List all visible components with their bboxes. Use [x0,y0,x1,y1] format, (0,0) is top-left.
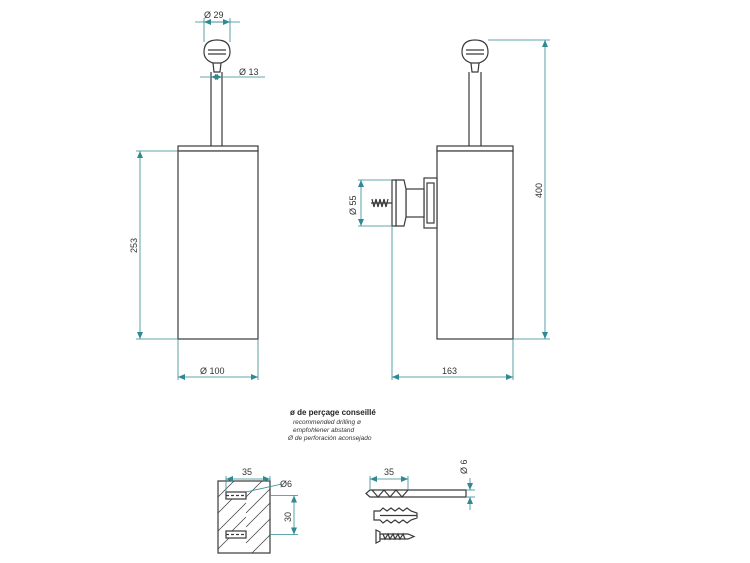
dim-total-height-label: 400 [534,183,544,198]
dim-handle-diameter: Ø 13 [200,67,265,80]
dim-total-depth-label: 163 [442,366,457,376]
dim-total-height: 400 [488,39,550,340]
front-view: Ø 29 Ø 13 253 Ø 100 [129,10,265,380]
dim-total-depth: 163 [391,226,514,380]
dim-head-diameter-label: Ø 29 [204,10,224,20]
drilling-note-de: empfohlener abstand [293,427,354,434]
side-body [436,150,514,340]
mounting-plate-detail: 35 Ø6 30 [217,467,298,554]
dim-body-height: 253 [129,150,178,340]
drilling-note-es: Ø de perforación aconsejado [287,435,372,442]
dim-mount-diameter-label: Ø 55 [348,195,358,215]
dim-hole-diameter-label: Ø6 [280,479,292,489]
dim-body-height-label: 253 [129,238,139,253]
side-view: Ø 55 400 163 [348,39,550,380]
dim-mount-diameter: Ø 55 [348,179,392,227]
dim-hole-spacing-label: 30 [283,512,293,522]
wall-bracket [371,177,438,229]
side-handle-knob [461,39,489,64]
drilling-note-title: ø de perçage conseillé [290,408,376,417]
drilling-note: ø de perçage conseillé recommended drill… [287,408,376,442]
dim-drill-depth-label: 35 [384,467,394,477]
side-lid [436,145,514,152]
dim-drill-diameter-label: Ø 6 [459,459,469,474]
front-lid [177,145,259,152]
dim-body-diameter: Ø 100 [177,339,259,380]
drilling-note-en: recommended drilling ø [293,419,361,426]
dim-head-diameter: Ø 29 [195,10,240,42]
front-body [177,150,259,340]
dim-plate-width-label: 35 [242,467,252,477]
front-handle-knob [203,39,231,64]
wall-plug [373,507,418,524]
screw [375,529,416,544]
dim-body-diameter-label: Ø 100 [200,366,225,376]
drill-detail: 35 Ø 6 [365,459,475,544]
dim-handle-diameter-label: Ø 13 [239,67,259,77]
